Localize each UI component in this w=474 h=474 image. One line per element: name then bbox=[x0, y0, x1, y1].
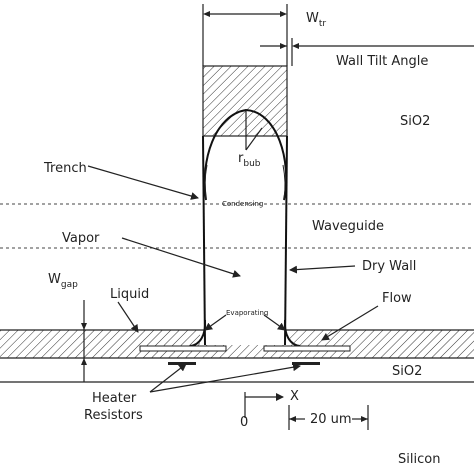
label-silicon: Silicon bbox=[398, 452, 440, 467]
label-trench: Trench bbox=[43, 161, 87, 176]
heater-contact-right bbox=[292, 362, 320, 365]
label-r-bub: rbub bbox=[238, 151, 261, 169]
label-w-tr: Wtr bbox=[306, 11, 326, 29]
wgap-arrow-bottom bbox=[81, 358, 87, 365]
label-zero: 0 bbox=[240, 415, 248, 430]
label-vapor: Vapor bbox=[62, 231, 100, 246]
scale-arrow-right bbox=[361, 416, 368, 422]
heater-right bbox=[263, 345, 351, 352]
label-condensing: Condensing bbox=[222, 200, 263, 208]
heater-leader-right bbox=[149, 363, 301, 393]
heater-contact-left bbox=[168, 362, 196, 365]
label-scale: 20 um bbox=[310, 412, 352, 427]
rbub-radius-line-2 bbox=[245, 127, 263, 151]
trench-cap bbox=[202, 65, 288, 137]
label-sio2-bottom: SiO2 bbox=[392, 364, 422, 379]
wgap-arrow-top bbox=[81, 323, 87, 330]
label-flow: Flow bbox=[382, 291, 412, 306]
label-resistors: Resistors bbox=[84, 408, 143, 423]
liquid-leader bbox=[117, 301, 139, 333]
tilt-arrow-right bbox=[292, 43, 299, 49]
label-dry-wall: Dry Wall bbox=[362, 259, 416, 274]
label-waveguide: Waveguide bbox=[312, 219, 384, 234]
evap-leader-left bbox=[204, 314, 227, 331]
hatched-substrate-right bbox=[290, 330, 474, 358]
tilt-arrow-left bbox=[280, 43, 287, 49]
label-liquid: Liquid bbox=[110, 287, 149, 302]
label-wall-tilt-angle: Wall Tilt Angle bbox=[336, 54, 428, 69]
trench-leader bbox=[87, 165, 199, 200]
label-heater: Heater bbox=[92, 391, 137, 406]
heater-leader-left bbox=[149, 363, 187, 393]
label-w-gap: Wgap bbox=[48, 272, 78, 290]
label-sio2-top: SiO2 bbox=[400, 114, 430, 129]
condensing-film-left bbox=[204, 164, 208, 201]
hatched-substrate-left bbox=[0, 330, 200, 358]
scale-arrow-left bbox=[289, 416, 296, 422]
evap-leader-right bbox=[263, 314, 286, 331]
vapor-leader bbox=[121, 237, 241, 278]
wtr-arrow-left bbox=[203, 11, 210, 17]
label-x: X bbox=[290, 389, 299, 404]
trench-wall-left bbox=[202, 135, 206, 346]
wtr-arrow-right bbox=[280, 11, 287, 17]
condensing-film-right bbox=[282, 164, 286, 201]
drywall-leader bbox=[289, 265, 356, 274]
flow-leader bbox=[321, 305, 379, 341]
heater-left bbox=[139, 345, 227, 352]
label-evaporating: Evaporating bbox=[226, 309, 268, 317]
